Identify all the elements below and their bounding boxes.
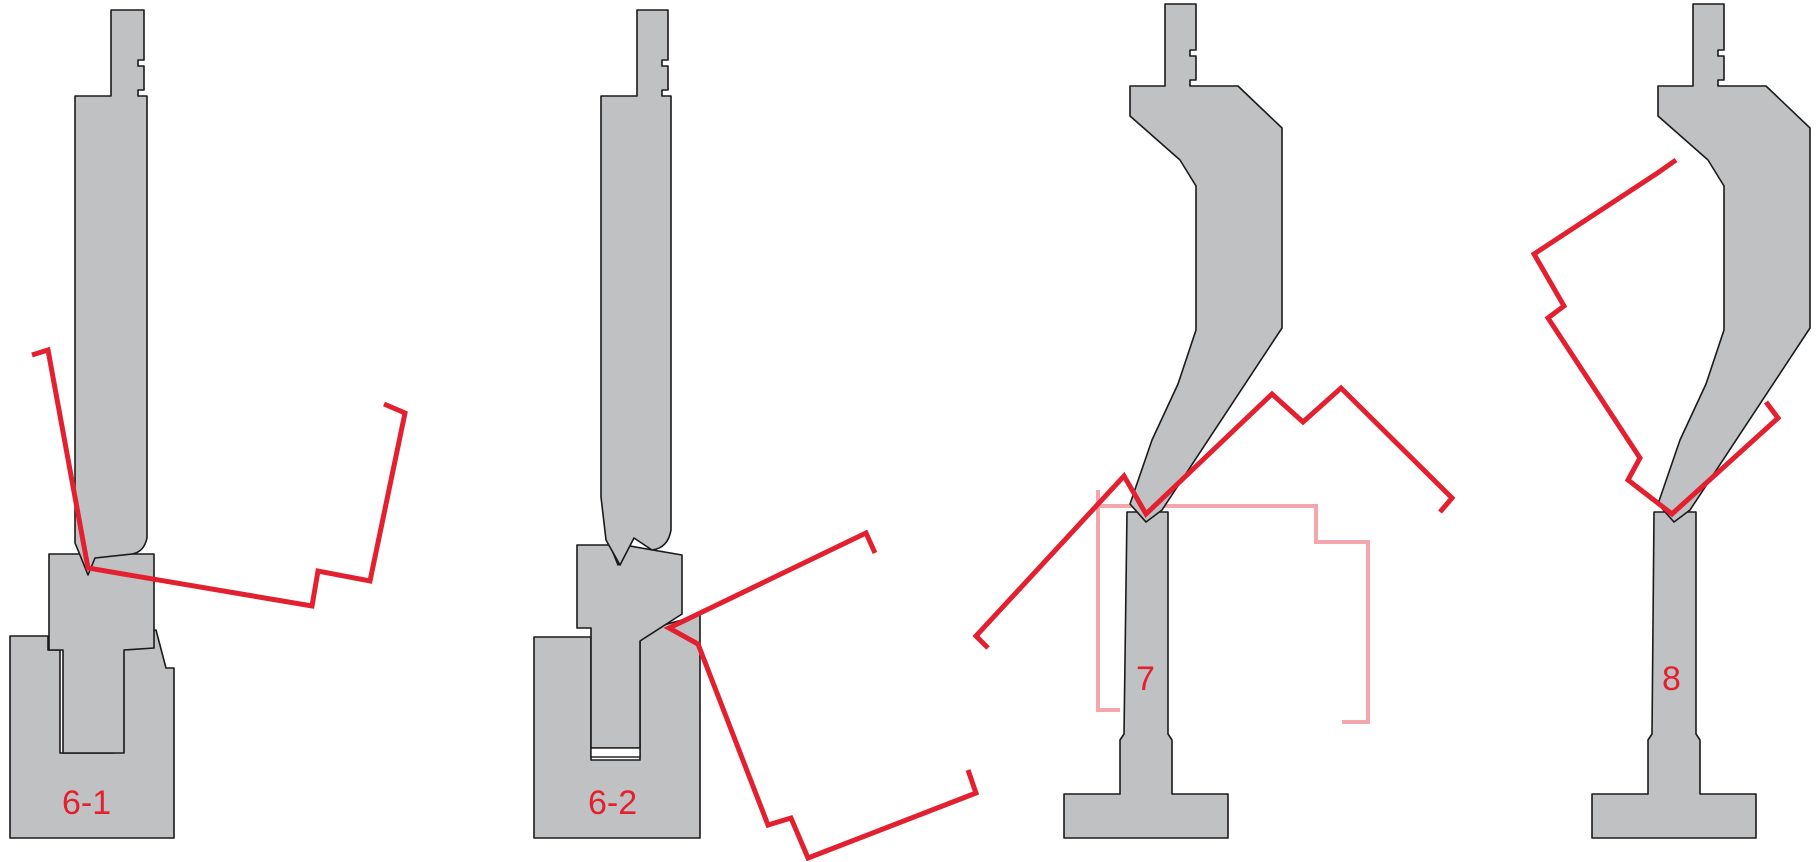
sheet-part [31, 346, 408, 609]
gooseneck-punch [1657, 3, 1811, 523]
sheet-part [1530, 157, 1782, 518]
step-label: 6-1 [62, 784, 111, 822]
v-die [576, 544, 683, 749]
step-7: 7 [972, 3, 1456, 839]
previous-part-outline [1096, 490, 1370, 724]
step-label: 8 [1662, 660, 1681, 698]
die-gap [590, 747, 641, 758]
v-die [48, 553, 155, 754]
step-8: 8 [1530, 3, 1811, 839]
step-6-1: 6-1 [9, 9, 408, 839]
punch [74, 9, 148, 576]
step-label: 6-2 [588, 784, 637, 822]
gooseneck-punch [1129, 3, 1283, 523]
step-6-2: 6-2 [533, 9, 980, 862]
sheet-part [663, 529, 980, 862]
step-label: 7 [1136, 660, 1155, 698]
sheet-part [972, 384, 1456, 650]
punch [600, 9, 672, 566]
